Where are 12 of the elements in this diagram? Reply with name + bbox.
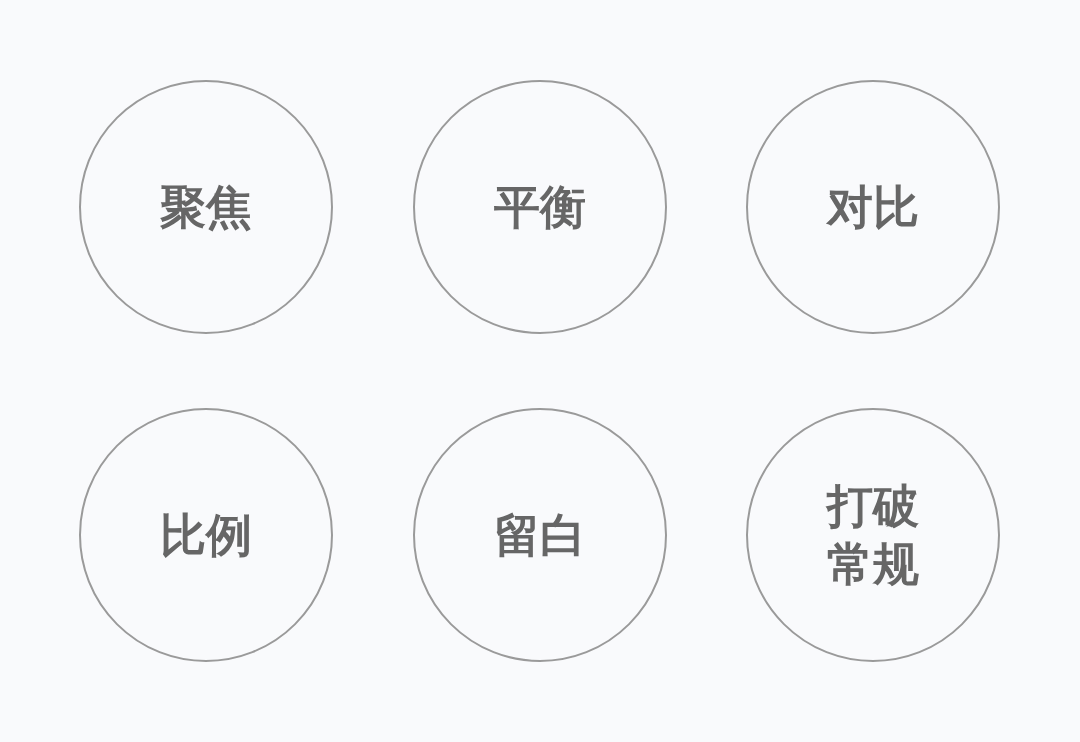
node-text: 留白 xyxy=(493,507,587,564)
node-text: 打破常规 xyxy=(824,478,920,593)
circle xyxy=(413,408,667,662)
circle xyxy=(79,80,333,334)
circle xyxy=(746,80,1000,334)
node-text: 平衡 xyxy=(493,179,587,236)
circle xyxy=(746,408,1000,662)
node-text: 比例 xyxy=(159,507,253,564)
circle xyxy=(413,80,667,334)
node-text: 对比 xyxy=(825,179,920,236)
node-text: 聚焦 xyxy=(159,179,253,236)
circle xyxy=(79,408,333,662)
